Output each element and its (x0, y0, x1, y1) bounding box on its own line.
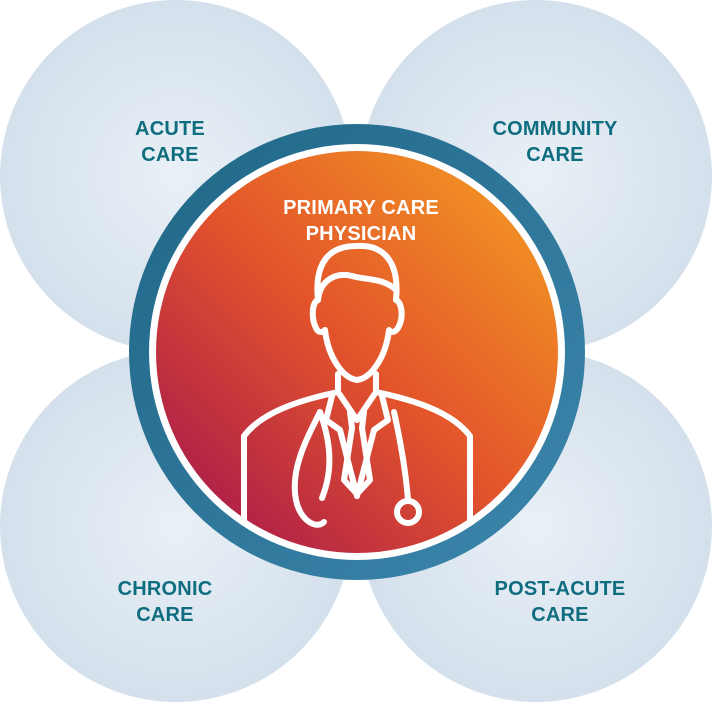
center-label-line1: PRIMARY CARE (283, 197, 439, 219)
acute-care-label: ACUTE CARE (110, 116, 230, 168)
doctor-with-stethoscope-icon (241, 242, 473, 528)
community-care-label: COMMUNITY CARE (470, 116, 640, 168)
center-disk (156, 151, 558, 553)
acute-care-label-line1: ACUTE (135, 118, 205, 140)
post-acute-care-label-line2: CARE (531, 604, 589, 626)
chronic-care-label: CHRONIC CARE (95, 576, 235, 628)
community-care-label-line1: COMMUNITY (492, 118, 618, 140)
chronic-care-label-line2: CARE (136, 604, 194, 626)
primary-care-physician-label: PRIMARY CARE PHYSICIAN (256, 195, 466, 247)
chronic-care-label-line1: CHRONIC (117, 578, 213, 600)
acute-care-label-line2: CARE (141, 144, 199, 166)
center-label-line2: PHYSICIAN (305, 223, 417, 245)
post-acute-care-label-line1: POST-ACUTE (494, 578, 626, 600)
community-care-label-line2: CARE (526, 144, 584, 166)
post-acute-care-label: POST-ACUTE CARE (475, 576, 645, 628)
